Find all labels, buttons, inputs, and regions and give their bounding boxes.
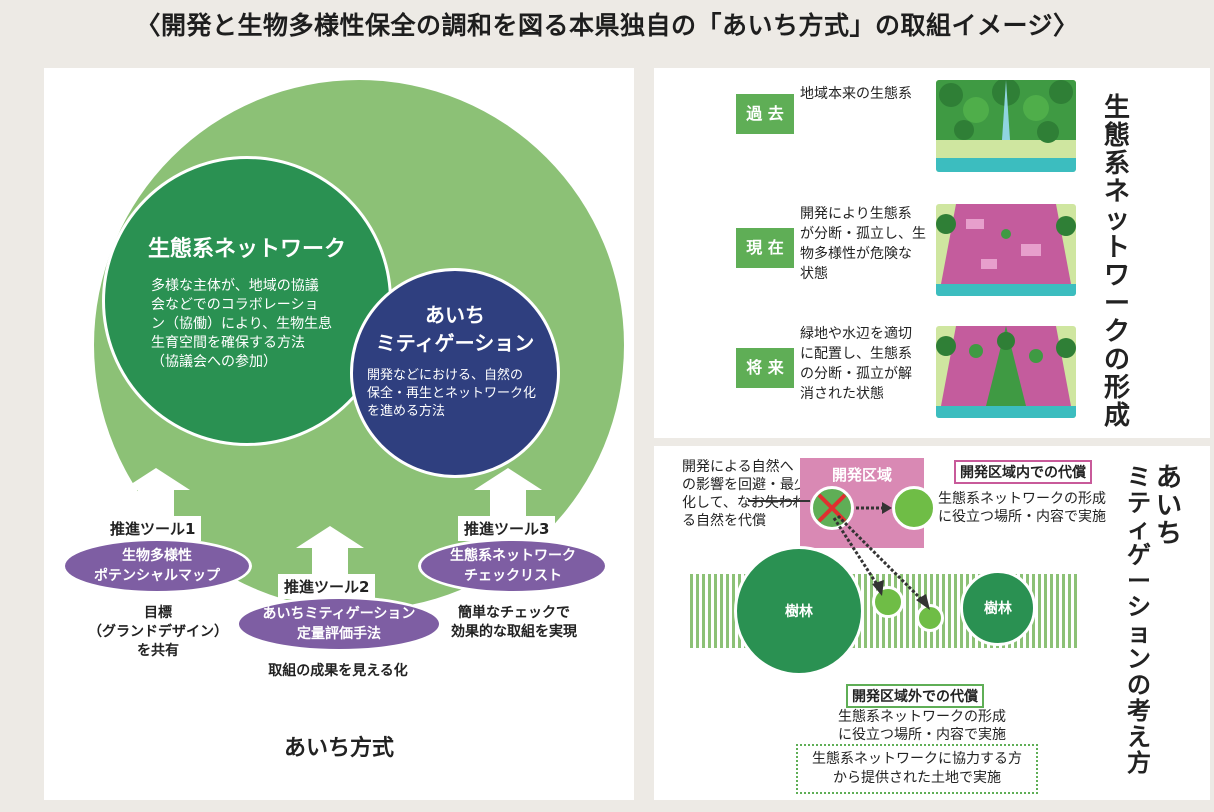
forest-illustration-icon [936, 80, 1076, 172]
arrow-right-icon [856, 502, 892, 514]
tool-2-pill: あいちミティゲーション 定量評価手法 [236, 596, 442, 652]
compensation-outside-circle-1 [872, 586, 904, 618]
aichi-title-col1: あいち [1155, 463, 1182, 549]
aichi-mitigation-description: 開発などにおける、自然の 保全・再生とネットワーク化 を進める方法 [367, 368, 537, 419]
aichi-mitigation-heading: あいち ミティゲーション [375, 303, 535, 355]
tool-2-label: 推進ツール2 [278, 574, 376, 599]
outside-compensation-title: 開発区域外での代償 [846, 684, 984, 708]
tool-2-caption: 取組の成果を見える化 [268, 663, 408, 679]
stage-past-badge: 過 去 [736, 94, 794, 134]
up-arrow-icon [296, 526, 364, 548]
tool-1-pill: 生物多様性 ポテンシャルマップ [62, 538, 252, 594]
up-arrow-icon [122, 468, 190, 490]
eco-network-circle: 生態系ネットワーク 多様な主体が、地域の協議 会などでのコラボレーショ ン（協働… [102, 156, 392, 446]
dashed-arrows-icon [832, 514, 930, 610]
aichi-method-label: あいち方式 [283, 736, 394, 761]
eco-network-heading: 生態系ネットワーク [147, 237, 346, 262]
pointer-line [748, 500, 810, 502]
ecosystem-present-image [936, 204, 1076, 296]
tool-3-label: 推進ツール3 [458, 516, 556, 541]
aichi-title-col2: ミティゲーションの考え方 [1127, 463, 1151, 777]
inside-compensation-title: 開発区域内での代償 [954, 460, 1092, 484]
ecosystem-future-image [936, 326, 1076, 418]
aichi-mitigation-circle: あいち ミティゲーション 開発などにおける、自然の 保全・再生とネットワーク化 … [350, 268, 560, 478]
tool-1-label: 推進ツール1 [104, 516, 202, 541]
stage-present-text: 開発により生態系 が分断・孤立し、生 物多様性が危険な 状態 [800, 206, 926, 282]
aichi-mitigation-concept-panel: 開発による自然へ の影響を回避・最少 化して、なお失われ る自然を代償 開発区域… [654, 446, 1210, 800]
aichi-method-panel: 生態系ネットワーク 多様な主体が、地域の協議 会などでのコラボレーショ ン（協働… [44, 68, 634, 800]
stage-future-text: 緑地や水辺を適切 に配置し、生態系 の分断・孤立が解 消された状態 [800, 326, 912, 402]
stage-past-text: 地域本来の生態系 [800, 86, 912, 102]
urban-illustration-icon [936, 204, 1076, 296]
stage-present-badge: 現 在 [736, 228, 794, 268]
compensation-inside-circle [892, 486, 936, 530]
tool-1-caption: 目標 （グランドデザイン） を共有 [88, 605, 228, 659]
provided-land-note: 生態系ネットワークに協力する方 から提供された土地で実施 [796, 744, 1038, 794]
inside-compensation-text: 生態系ネットワークの形成 に役立つ場所・内容で実施 [938, 491, 1106, 525]
tool-3-caption: 簡単なチェックで 効果的な取組を実現 [451, 605, 577, 640]
development-area-label: 開発区域 [831, 466, 892, 484]
forest-left-circle: 樹林 [734, 546, 864, 676]
eco-network-description: 多様な主体が、地域の協議 会などでのコラボレーショ ン（協働）により、生物生息 … [151, 278, 333, 370]
ecosystem-past-image [936, 80, 1076, 172]
page-title: 〈開発と生物多様性保全の調和を図る本県独自の「あいち方式」の取組イメージ〉 [135, 11, 1079, 40]
forest-right-circle: 樹林 [960, 570, 1036, 646]
restored-illustration-icon [936, 326, 1076, 418]
stage-future-badge: 将 来 [736, 348, 794, 388]
intro-text: 開発による自然へ の影響を回避・最少 化して、なお失われ る自然を代償 [682, 459, 808, 529]
compensation-outside-circle-2 [916, 604, 944, 632]
outside-compensation-text: 生態系ネットワークの形成 に役立つ場所・内容で実施 [838, 709, 1006, 743]
eco-network-formation-title: 生態系ネットワークの形成 [1103, 93, 1130, 431]
eco-network-formation-panel: 過 去 地域本来の生態系 現 在 開発により生態系 が分断・孤立し、生 物多様性… [654, 68, 1210, 438]
tool-3-pill: 生態系ネットワーク チェックリスト [418, 538, 608, 594]
up-arrow-icon [474, 468, 542, 490]
